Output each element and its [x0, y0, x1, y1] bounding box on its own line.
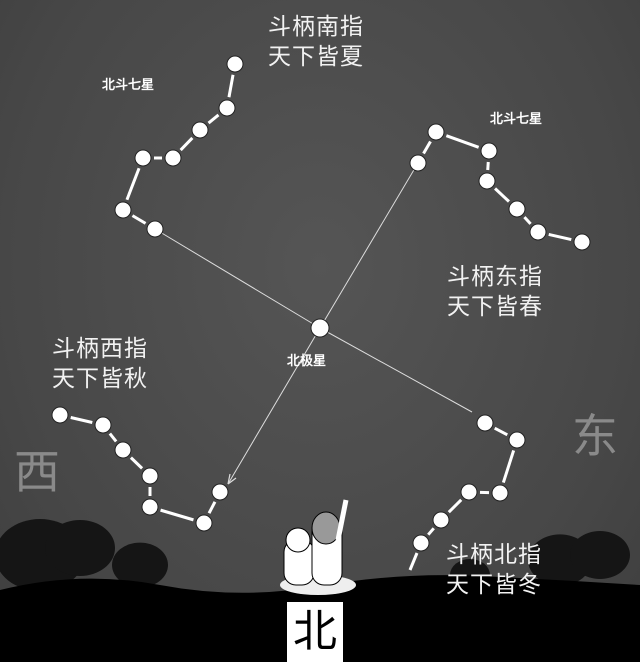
star-south: [146, 220, 164, 238]
star-west: [94, 416, 112, 434]
dipper-link-east: [523, 216, 532, 225]
dipper-link-east: [548, 232, 572, 242]
dipper-link-south: [227, 74, 235, 98]
star-west: [51, 406, 69, 424]
guide-line: [319, 327, 473, 413]
east-caption: 斗柄东指 天下皆春: [447, 262, 543, 322]
cat-head: [285, 527, 311, 553]
star-east: [427, 123, 445, 141]
star-north: [476, 414, 494, 432]
star-west: [195, 514, 213, 532]
star-north: [432, 511, 450, 529]
star-west: [211, 483, 229, 501]
dipper-link-north: [408, 552, 419, 571]
dipper-link-north: [427, 527, 435, 536]
tree-silhouette: [112, 542, 168, 588]
east-caption-line1: 斗柄东指: [447, 264, 543, 290]
guide-line: [154, 228, 321, 329]
north-caption-line2: 天下皆冬: [446, 572, 542, 598]
tree-silhouette: [570, 531, 630, 579]
star-west: [141, 467, 159, 485]
star-north: [491, 484, 509, 502]
west-caption-line1: 斗柄西指: [52, 336, 148, 362]
star-south: [164, 149, 182, 167]
dipper-link-east: [422, 140, 432, 155]
dipper-link-south: [207, 113, 220, 125]
star-south: [218, 99, 236, 117]
west-caption: 斗柄西指 天下皆秋: [52, 334, 148, 394]
arrow-head: [227, 473, 237, 485]
star-west: [114, 441, 132, 459]
dipper-link-south: [179, 136, 194, 152]
dipper-link-west: [108, 432, 118, 443]
star-south: [134, 149, 152, 167]
dipper-link-west: [207, 501, 217, 514]
south-caption-line2: 天下皆夏: [268, 44, 364, 70]
star-east: [478, 172, 496, 190]
south-caption-line1: 斗柄南指: [268, 14, 364, 40]
star-south: [191, 121, 209, 139]
dipper-link-east: [486, 161, 490, 171]
south-caption: 斗柄南指 天下皆夏: [268, 12, 364, 72]
guide-line: [319, 162, 419, 329]
east-caption-line2: 天下皆春: [447, 294, 543, 320]
star-west: [141, 498, 159, 516]
dipper-link-south: [125, 167, 141, 201]
tree-silhouette: [45, 520, 115, 576]
west-caption-line2: 天下皆秋: [52, 366, 148, 392]
direction-west: 西: [14, 445, 60, 499]
star-south: [226, 55, 244, 73]
dipper-link-south: [131, 214, 147, 225]
star-east: [573, 233, 591, 251]
polaris-star: [310, 318, 330, 338]
star-east: [529, 223, 547, 241]
direction-east: 东: [572, 409, 618, 463]
north-caption: 斗柄北指 天下皆冬: [446, 540, 542, 600]
dipper-link-west: [160, 508, 194, 522]
star-north: [460, 483, 478, 501]
star-north: [412, 534, 430, 552]
star-east: [409, 154, 427, 172]
dipper-link-east: [445, 134, 480, 149]
guide-line: [227, 327, 321, 485]
star-east: [480, 142, 498, 160]
star-east: [508, 200, 526, 218]
north-caption-line1: 斗柄北指: [446, 542, 542, 568]
star-north: [508, 431, 526, 449]
dipper-link-west: [129, 456, 144, 470]
dipper-link-north: [501, 450, 516, 483]
star-south: [114, 201, 132, 219]
dipper-link-west: [70, 416, 93, 424]
dipper-link-north: [494, 426, 508, 437]
child-arm-pointing: [335, 499, 349, 541]
polaris-label: 北极星: [287, 354, 327, 369]
big-dipper-label-right: 北斗七星: [490, 112, 543, 127]
dipper-link-north: [447, 498, 463, 514]
dipper-link-east: [494, 187, 510, 203]
direction-north: 北: [287, 602, 343, 662]
big-dipper-label-left: 北斗七星: [102, 78, 155, 93]
